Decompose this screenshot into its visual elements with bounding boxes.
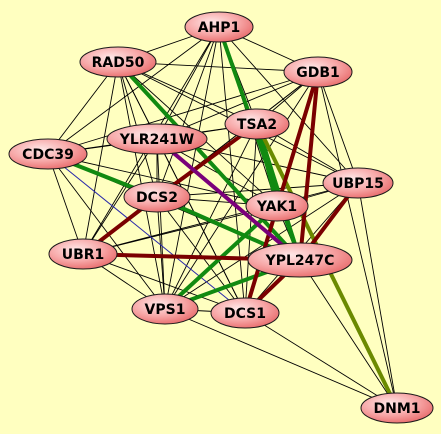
node-dcs2[interactable]: DCS2 <box>123 181 191 213</box>
node-ypl247c[interactable]: YPL247C <box>247 242 353 278</box>
node-ylr241w[interactable]: YLR241W <box>106 123 208 155</box>
edge-ahp1-ylr241w <box>156 26 220 140</box>
node-ellipse[interactable] <box>224 108 290 140</box>
edge-ahp1-dcs1 <box>218 26 246 314</box>
node-ellipse[interactable] <box>184 11 254 43</box>
node-label: DNM1 <box>373 401 420 417</box>
edge-ubr1-dcs1 <box>82 253 246 314</box>
node-cdc39[interactable]: CDC39 <box>8 138 88 170</box>
edge-dcs1-dnm1 <box>244 312 398 409</box>
edge-ubp15-ubr1 <box>82 182 359 255</box>
node-label: YAK1 <box>256 199 297 215</box>
node-ellipse[interactable] <box>245 190 309 222</box>
edge-gdb1-cdc39 <box>47 71 319 155</box>
node-label: TSA2 <box>237 117 277 133</box>
edge-ylr241w-ubr1 <box>82 138 158 255</box>
edge-cdc39-vps1 <box>47 153 166 310</box>
node-label: UBR1 <box>62 247 105 263</box>
node-ellipse[interactable] <box>322 167 394 199</box>
edges-layer <box>46 25 399 410</box>
node-ellipse[interactable] <box>131 293 199 325</box>
node-ellipse[interactable] <box>106 123 208 155</box>
edge-ubp15-dnm1 <box>357 182 398 409</box>
node-vps1[interactable]: VPS1 <box>131 293 199 325</box>
node-label: UBP15 <box>332 176 384 192</box>
edge-ahp1-cdc39 <box>47 26 220 155</box>
node-label: DCS1 <box>224 306 266 322</box>
node-label: CDC39 <box>22 147 74 163</box>
edge-gdb1-dnm1 <box>317 71 398 409</box>
node-ellipse[interactable] <box>123 181 191 213</box>
node-rad50[interactable]: RAD50 <box>79 46 157 78</box>
node-label: YPL247C <box>265 253 335 269</box>
node-ahp1[interactable]: AHP1 <box>184 11 254 43</box>
edge-cdc39-yak1 <box>47 153 278 207</box>
node-ubr1[interactable]: UBR1 <box>48 238 118 270</box>
edge-ypl247c-dnm1 <box>299 259 398 409</box>
node-dnm1[interactable]: DNM1 <box>360 392 434 424</box>
edge-ahp1-ubp15 <box>218 26 359 184</box>
node-label: DCS2 <box>136 190 178 206</box>
node-dcs1[interactable]: DCS1 <box>210 297 280 329</box>
edge-gdb1-ubp15 <box>317 71 359 184</box>
edge-vps1-dnm1 <box>164 308 398 409</box>
node-ellipse[interactable] <box>283 56 353 88</box>
node-ellipse[interactable] <box>247 242 353 278</box>
node-yak1[interactable]: YAK1 <box>245 190 309 222</box>
edge-cdc39-ubr1 <box>47 153 84 255</box>
node-label: AHP1 <box>198 20 241 36</box>
node-ellipse[interactable] <box>48 238 118 270</box>
node-label: YLR241W <box>119 132 195 148</box>
edge-dcs2-dcs1 <box>156 196 246 314</box>
edge-ylr241w-vps1 <box>156 138 166 310</box>
node-label: VPS1 <box>145 302 186 318</box>
node-ellipse[interactable] <box>360 392 434 424</box>
node-gdb1[interactable]: GDB1 <box>283 56 353 88</box>
edge-ubp15-vps1 <box>164 182 359 310</box>
edge-ahp1-dcs2 <box>156 26 220 198</box>
edge-gdb1-ypl247c <box>298 70 320 262</box>
edge-rad50-cdc39 <box>47 61 119 155</box>
node-ellipse[interactable] <box>8 138 88 170</box>
node-label: RAD50 <box>92 55 145 71</box>
edge-tsa2-vps1 <box>164 123 258 310</box>
node-ubp15[interactable]: UBP15 <box>322 167 394 199</box>
node-tsa2[interactable]: TSA2 <box>224 108 290 140</box>
edge-ylr241w-ypl247c <box>155 137 302 262</box>
edge-rad50-ubr1 <box>82 61 119 255</box>
node-label: GDB1 <box>296 65 340 81</box>
node-ellipse[interactable] <box>210 297 280 329</box>
node-ellipse[interactable] <box>79 46 157 78</box>
edge-dcs2-vps1 <box>156 196 166 310</box>
edge-cdc39-dcs1 <box>47 153 246 314</box>
